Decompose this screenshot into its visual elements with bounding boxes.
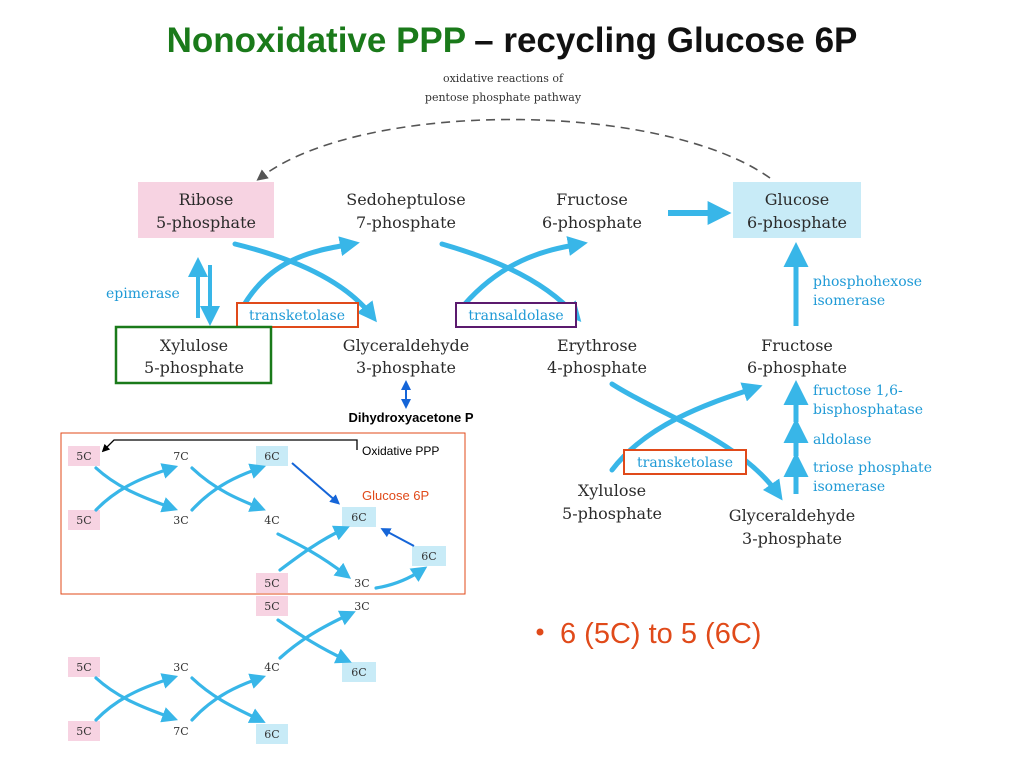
bullet-dot bbox=[536, 628, 544, 636]
sedoheptulose-7p-line1: Sedoheptulose bbox=[346, 190, 465, 209]
fbpase-line2: bisphosphatase bbox=[813, 402, 923, 418]
glucose-6p-label: Glucose 6P bbox=[362, 488, 429, 503]
ribose-5p-line2: 5-phosphate bbox=[156, 213, 256, 232]
node-1: 5C bbox=[76, 450, 91, 463]
phosphohexose-line2: isomerase bbox=[813, 293, 885, 309]
erythrose-4p-line1: Erythrose bbox=[557, 336, 637, 355]
node-4: 5C bbox=[76, 514, 91, 527]
node-9: 5C bbox=[264, 577, 279, 590]
node-13: 6C bbox=[351, 666, 366, 679]
ribose-5p-box bbox=[138, 182, 274, 238]
transketolase-arc-up bbox=[237, 236, 360, 315]
transaldolase-label: transaldolase bbox=[468, 308, 563, 324]
fructose-6p-top-line1: Fructose bbox=[556, 190, 628, 209]
erythrose-4p-line2: 4-phosphate bbox=[547, 358, 647, 377]
six-c-to-glucose-arrow bbox=[291, 462, 341, 505]
epimerase-label: epimerase bbox=[106, 286, 180, 302]
title-black-part: – recycling Glucose 6P bbox=[474, 21, 857, 60]
transketolase-2-box bbox=[623, 449, 747, 475]
glyceraldehyde-3p-line2: 3-phosphate bbox=[356, 358, 456, 377]
node-6: 4C bbox=[264, 514, 279, 527]
glyceraldehyde-3p-lower-line2: 3-phosphate bbox=[742, 529, 842, 548]
xylulose-5p-box bbox=[114, 325, 273, 385]
carbon-scheme-frame bbox=[60, 432, 466, 595]
node-11: 5C bbox=[264, 600, 279, 613]
aldolase-label: aldolase bbox=[813, 432, 872, 448]
sedoheptulose-7p-line2: 7-phosphate bbox=[356, 213, 456, 232]
transaldolase-arc-up bbox=[455, 236, 588, 315]
phosphohexose-line1: phosphohexose bbox=[813, 274, 922, 290]
glyceraldehyde-3p-lower-line1: Glyceraldehyde bbox=[729, 506, 855, 525]
transketolase-2-label: transketolase bbox=[637, 455, 733, 471]
oxidative-ppp-label: Oxidative PPP bbox=[362, 444, 439, 458]
glucose-6p-line1: Glucose bbox=[765, 190, 829, 209]
slide-title: Nonoxidative PPP– recycling Glucose 6P bbox=[167, 21, 858, 60]
oxidative-note-line1: oxidative reactions of bbox=[443, 72, 564, 85]
transketolase-1-label: transketolase bbox=[249, 308, 345, 324]
xylulose-5p-line2: 5-phosphate bbox=[144, 358, 244, 377]
carbon-nodes: 5C 7C 6C 5C 3C 4C 6C 6C 5C 3C 5C 3C 6C 5… bbox=[68, 446, 446, 744]
node-7: 6C bbox=[351, 511, 366, 524]
tpi-line2: isomerase bbox=[813, 479, 885, 495]
oxidative-dashed-arrow bbox=[256, 118, 771, 181]
node-18: 7C bbox=[173, 725, 188, 738]
node-14: 5C bbox=[76, 661, 91, 674]
node-17: 5C bbox=[76, 725, 91, 738]
dihydroxyacetone-label: Dihydroxyacetone P bbox=[349, 410, 474, 425]
glucose-6p-line2: 6-phosphate bbox=[747, 213, 847, 232]
fbpase-line1: fructose 1,6- bbox=[813, 383, 903, 399]
node-8: 6C bbox=[421, 550, 436, 563]
six-c-right-to-glucose-arrow bbox=[380, 528, 415, 547]
bullet-text: 6 (5C) to 5 (6C) bbox=[560, 618, 761, 650]
transaldolase-box bbox=[455, 302, 577, 328]
oxidative-note-line2: pentose phosphate pathway bbox=[425, 91, 582, 104]
fructose-6p-right-line1: Fructose bbox=[761, 336, 833, 355]
node-12: 3C bbox=[354, 600, 369, 613]
node-19: 6C bbox=[264, 728, 279, 741]
tpi-line1: triose phosphate bbox=[813, 460, 932, 476]
xylulose-5p-line1: Xylulose bbox=[160, 336, 228, 355]
glyceraldehyde-3p-line1: Glyceraldehyde bbox=[343, 336, 469, 355]
node-2: 7C bbox=[173, 450, 188, 463]
transketolase-2-arc-down bbox=[609, 381, 783, 501]
transketolase-1-box bbox=[236, 302, 359, 328]
node-10: 3C bbox=[354, 577, 369, 590]
ribose-5p-line1: Ribose bbox=[179, 190, 234, 209]
fructose-6p-top-line2: 6-phosphate bbox=[542, 213, 642, 232]
xylulose-5p-lower-line1: Xylulose bbox=[578, 481, 646, 500]
carbon-scheme-arcs bbox=[94, 463, 428, 723]
transketolase-arc-down bbox=[232, 241, 377, 323]
oxidative-return-arrow bbox=[101, 439, 358, 453]
node-3: 6C bbox=[264, 450, 279, 463]
xylulose-5p-lower-line2: 5-phosphate bbox=[562, 504, 662, 523]
title-green-part: Nonoxidative PPP bbox=[167, 21, 467, 60]
node-15: 3C bbox=[173, 661, 188, 674]
glucose-6p-box bbox=[733, 182, 861, 238]
node-5: 3C bbox=[173, 514, 188, 527]
node-16: 4C bbox=[264, 661, 279, 674]
fructose-6p-right-line2: 6-phosphate bbox=[747, 358, 847, 377]
